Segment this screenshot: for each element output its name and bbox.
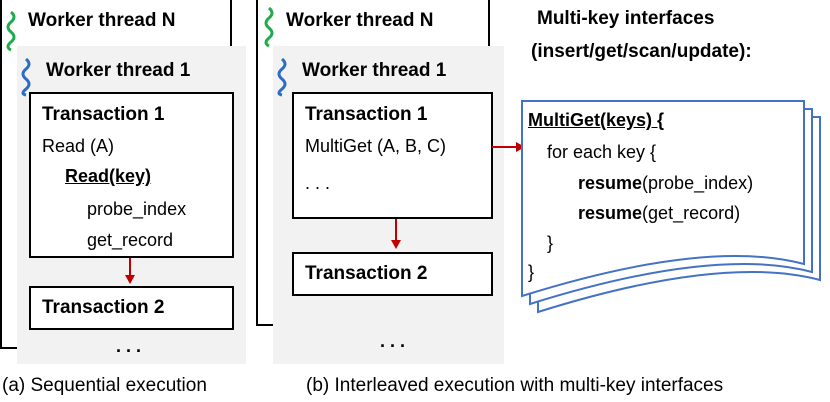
code-resume-keyword: resume: [578, 203, 643, 223]
panel-a-read-func: Read(key): [65, 166, 152, 186]
code-resume-arg: (get_record): [642, 203, 741, 223]
code-resume-arg: (probe_index): [642, 173, 754, 193]
code-resume-get: resume(get_record): [578, 203, 740, 224]
green-wave-icon: [6, 10, 16, 52]
panel-b-txn2-title: Transaction 2: [305, 263, 428, 284]
code-close-inner: }: [547, 233, 554, 253]
code-header: MultiGet(keys) {: [528, 110, 665, 130]
panel-a-transaction-2: [29, 286, 234, 330]
interfaces-title-line1: Multi-key interfaces: [537, 8, 715, 29]
code-resume-probe: resume(probe_index): [578, 173, 753, 194]
panel-b-front-title: Worker thread 1: [302, 60, 447, 81]
panel-b-ellipsis: . . .: [380, 331, 406, 351]
panel-a-front-title: Worker thread 1: [46, 60, 191, 81]
panel-b-multiget-line: MultiGet (A, B, C): [305, 136, 447, 156]
blue-wave-icon: [277, 57, 287, 97]
panel-a-back-title: Worker thread N: [28, 10, 176, 31]
panel-a-down-arrow: [125, 258, 135, 284]
panel-b-down-arrow: [391, 219, 401, 249]
panel-b-txn1-title: Transaction 1: [305, 104, 428, 125]
panel-a-get-record: get_record: [87, 230, 174, 250]
code-loop: for each key {: [547, 142, 657, 162]
code-resume-keyword: resume: [578, 173, 643, 193]
caption-b: (b) Interleaved execution with multi-key…: [306, 375, 724, 396]
panel-b-transaction-1: [292, 92, 493, 219]
panel-b-right-arrow: [492, 142, 525, 152]
panel-a-ellipsis: . . .: [116, 336, 142, 356]
panel-a-txn1-title: Transaction 1: [42, 104, 165, 125]
panel-a-txn2-title: Transaction 2: [42, 297, 165, 318]
panel-b-back-title: Worker thread N: [286, 10, 434, 31]
panel-b-txn1-ellipsis: . . .: [305, 173, 331, 193]
caption-a: (a) Sequential execution: [2, 375, 207, 396]
panel-a-transaction-1: [29, 92, 234, 258]
panel-a-read-line: Read (A): [42, 136, 115, 156]
blue-wave-icon: [21, 57, 31, 97]
code-close-outer: }: [528, 262, 535, 282]
interfaces-title-line2: (insert/get/scan/update):: [531, 41, 752, 62]
green-wave-icon: [264, 6, 274, 48]
panel-b-transaction-2: [292, 252, 493, 296]
panel-a-probe-index: probe_index: [87, 199, 187, 219]
